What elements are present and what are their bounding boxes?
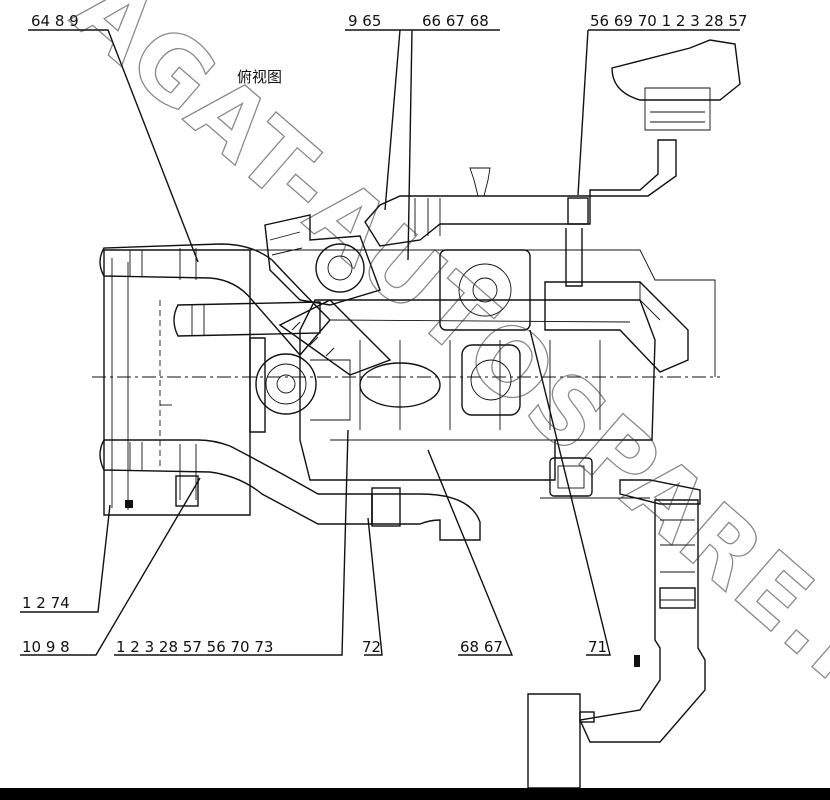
watermark-text: AGAT-AUTOSPARE.RU (54, 0, 830, 776)
callout-labels: 64 8 9 9 65 66 67 68 56 69 70 1 2 3 28 5… (22, 12, 747, 656)
callout-leaders (20, 29, 740, 656)
callout-64-8-9: 64 8 9 (31, 12, 79, 30)
callout-9-65: 9 65 (348, 12, 381, 30)
callout-10-9-8: 10 9 8 (22, 638, 70, 656)
view-title: 俯视图 (237, 68, 282, 86)
bottom-bar (0, 788, 830, 800)
callout-66-67-68: 66 67 68 (422, 12, 489, 30)
engine-drawing (92, 39, 741, 789)
callout-1-2-74: 1 2 74 (22, 594, 70, 612)
callout-71: 71 (588, 638, 607, 656)
callout-72: 72 (362, 638, 381, 656)
callout-68-67: 68 67 (460, 638, 503, 656)
callout-1-2-3-28-57-56-70-73: 1 2 3 28 57 56 70 73 (116, 638, 273, 656)
callout-56-69-70-1-2-3-28-57: 56 69 70 1 2 3 28 57 (590, 12, 747, 30)
